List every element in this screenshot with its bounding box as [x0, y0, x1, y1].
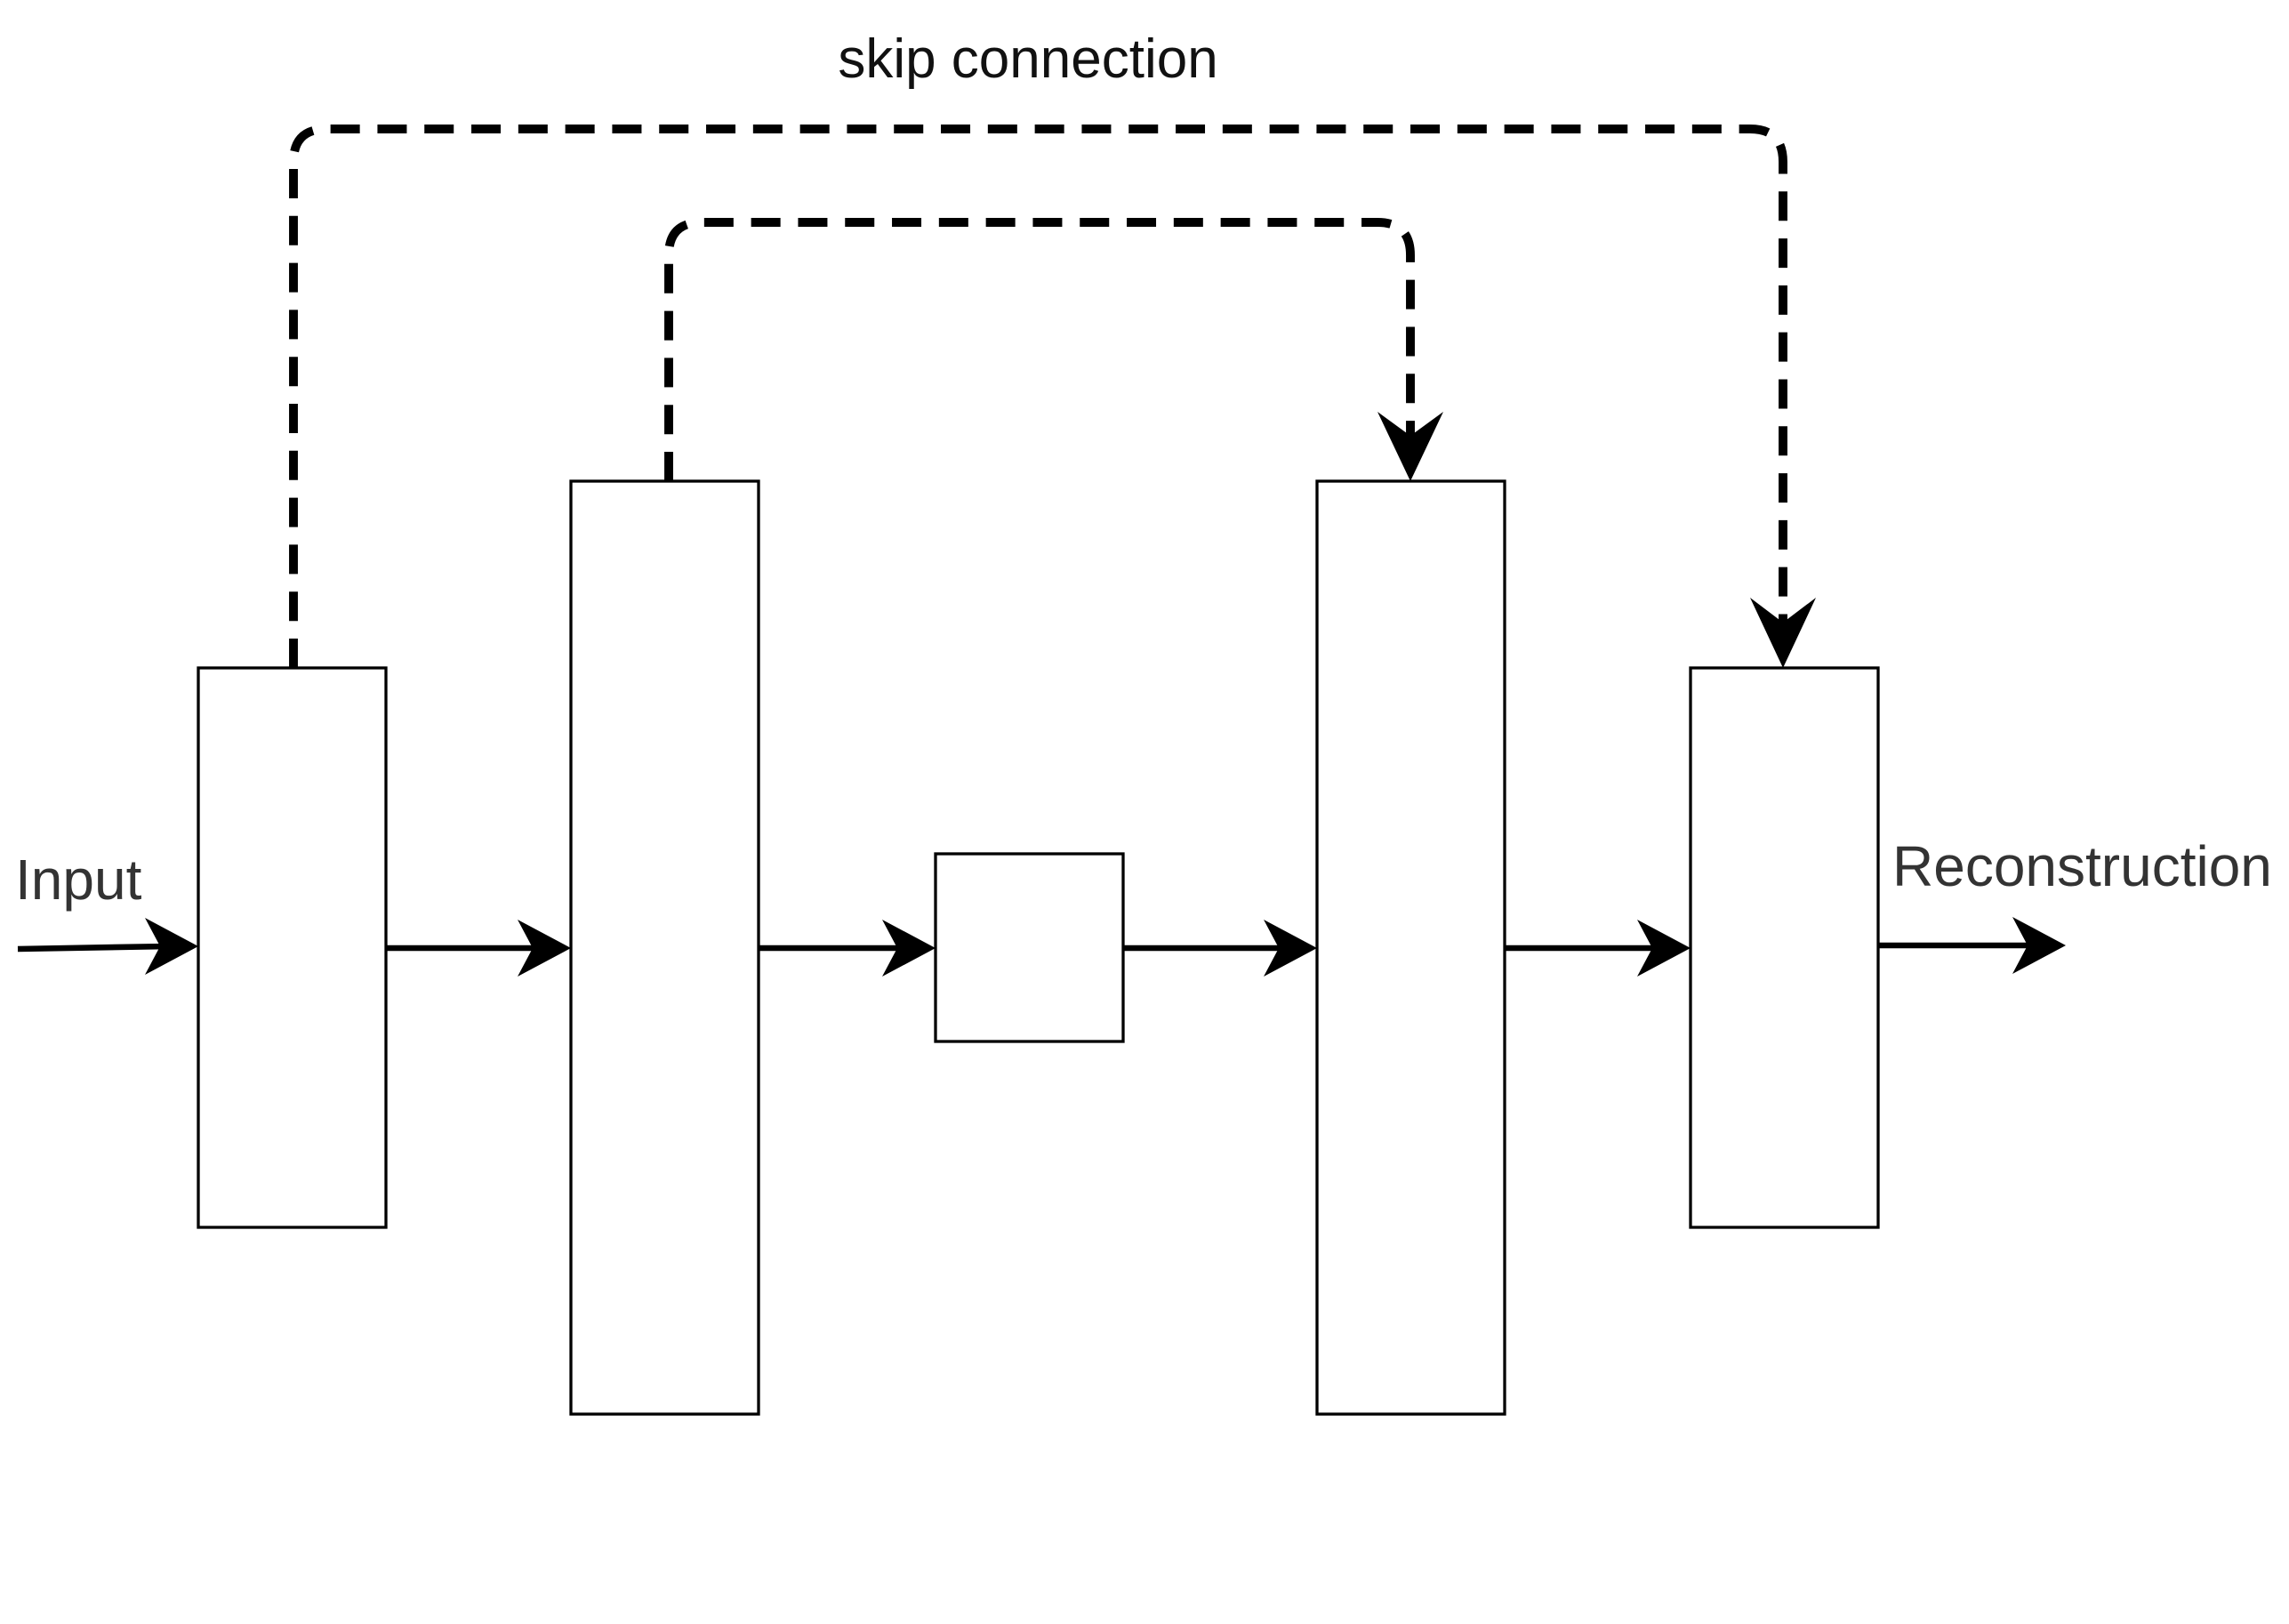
decoder-block-1 [1315, 479, 1506, 1416]
flow-arrow-2 [759, 920, 936, 977]
skip-connection-outer [289, 125, 1816, 668]
input-label: Input [15, 848, 142, 912]
flow-arrow-1 [386, 920, 571, 977]
output-arrow [1878, 917, 2066, 974]
bottleneck-block [934, 852, 1125, 1043]
skip-connection-inner [664, 218, 1443, 481]
encoder-block-2 [569, 479, 760, 1416]
skip-connection-label: skip connection [838, 28, 1217, 90]
output-label: Reconstruction [1892, 834, 2272, 898]
encoder-block-1 [197, 666, 388, 1229]
flow-arrow-3 [1123, 920, 1317, 977]
flow-arrow-4 [1505, 920, 1691, 977]
input-arrow [17, 918, 198, 975]
decoder-block-2 [1689, 666, 1880, 1229]
